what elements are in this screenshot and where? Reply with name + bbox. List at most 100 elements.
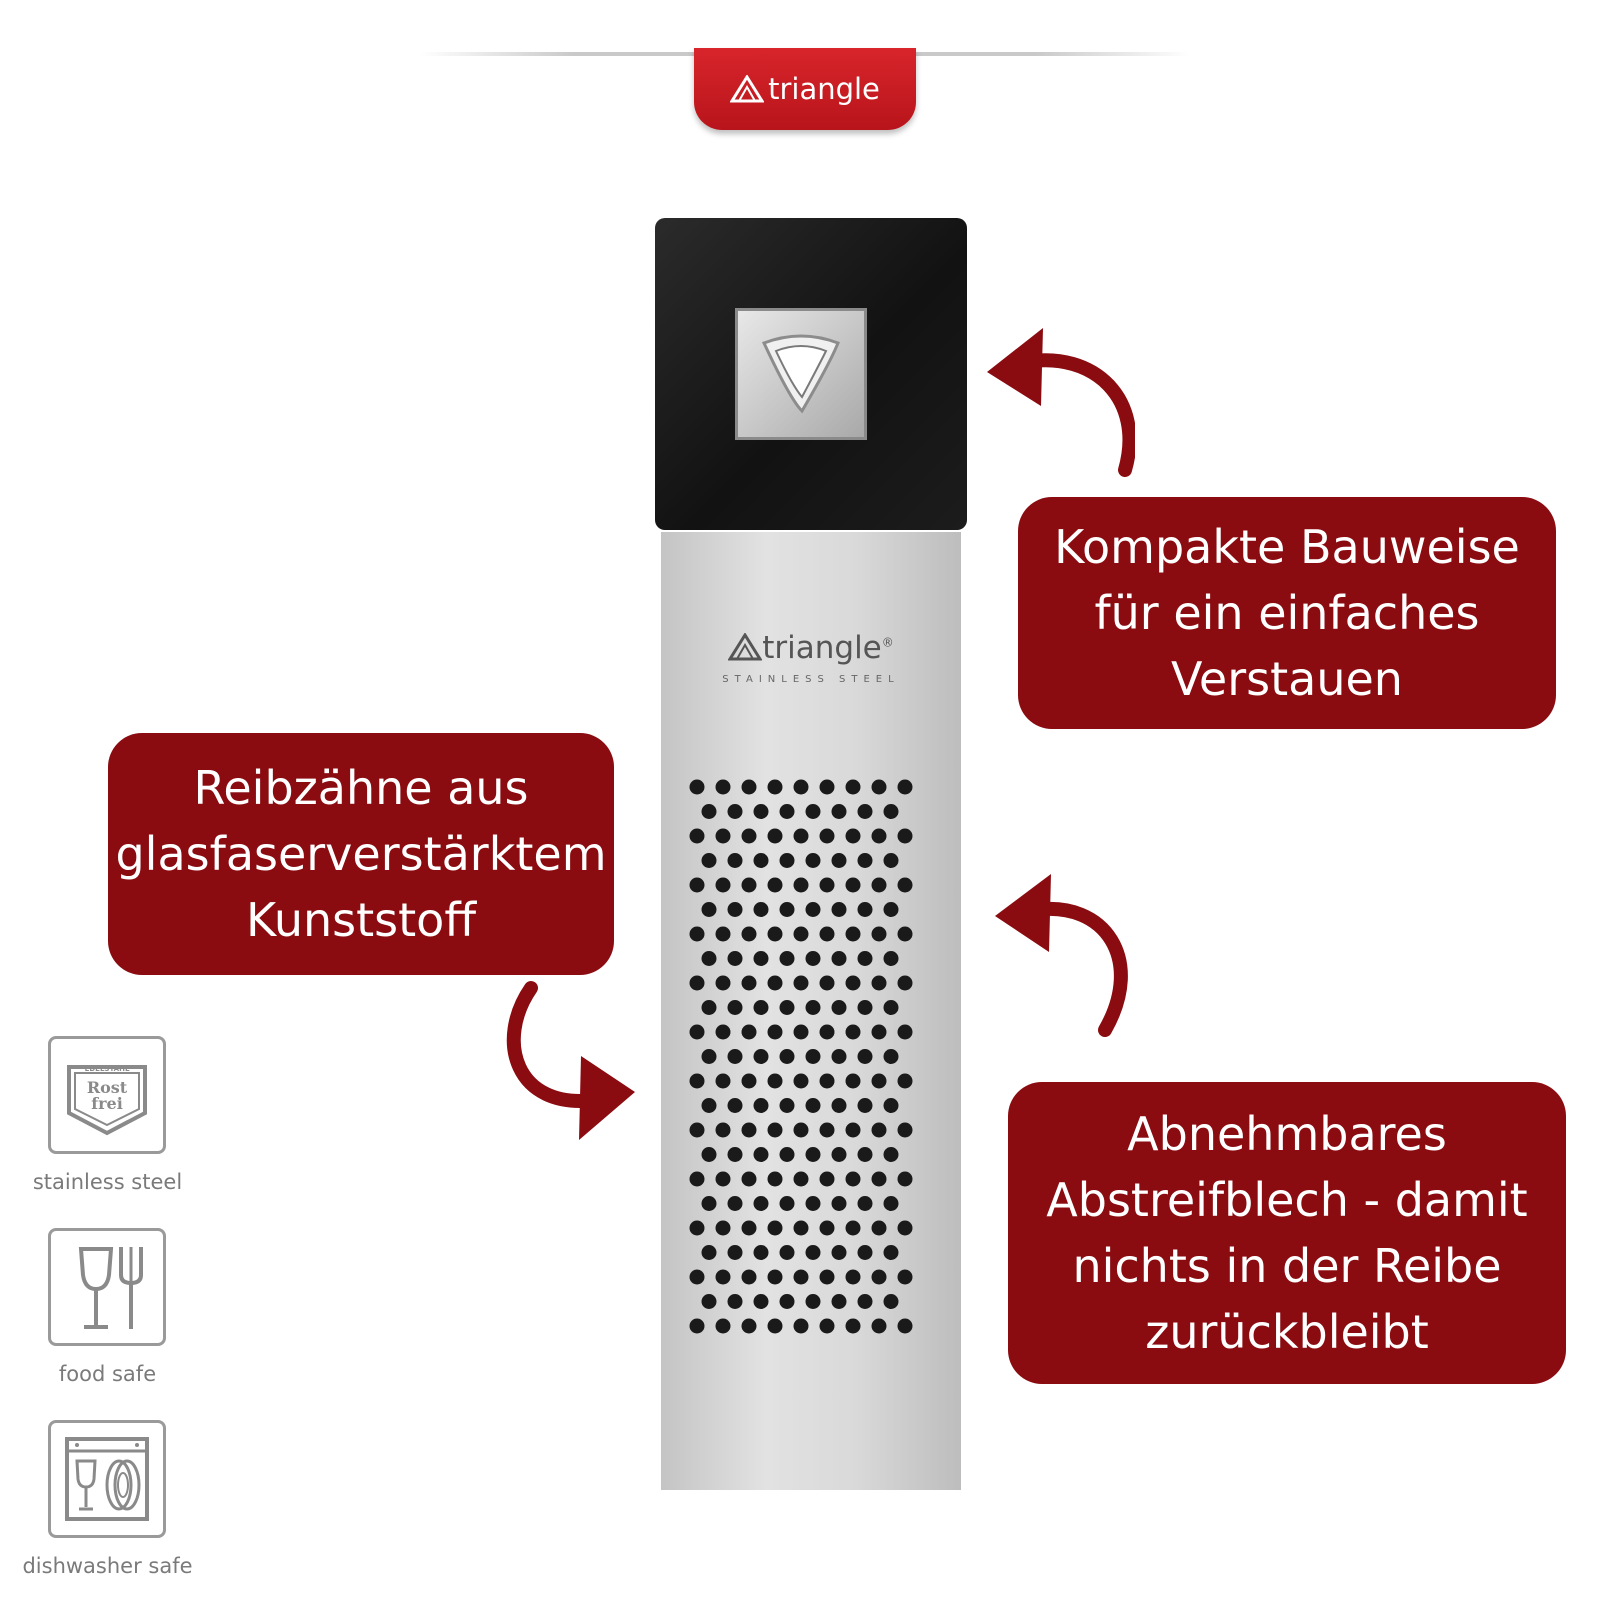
grating-hole — [753, 853, 769, 868]
feature-label-stainless-steel: stainless steel — [32, 1170, 183, 1194]
grating-hole — [753, 1098, 769, 1113]
grating-hole — [897, 877, 913, 893]
grating-hole — [701, 902, 717, 917]
grating-hole — [753, 1049, 769, 1064]
grating-hole — [897, 828, 913, 844]
grating-hole — [727, 902, 743, 917]
grating-hole — [883, 1000, 899, 1015]
grating-hole — [753, 1147, 769, 1162]
grating-hole — [883, 1049, 899, 1064]
grating-hole — [883, 1294, 899, 1309]
grating-hole — [845, 1220, 861, 1236]
grating-hole — [767, 1318, 783, 1334]
grating-hole — [819, 828, 835, 844]
grating-hole — [845, 1024, 861, 1040]
grating-hole — [701, 1000, 717, 1015]
grating-hole — [871, 1220, 887, 1236]
grating-hole — [883, 1147, 899, 1162]
grating-hole — [753, 951, 769, 966]
grating-hole — [831, 1245, 847, 1260]
grating-hole — [701, 1245, 717, 1260]
grating-hole — [871, 1073, 887, 1089]
grating-hole — [857, 1196, 873, 1211]
grating-hole — [819, 1122, 835, 1138]
grating-hole — [805, 1049, 821, 1064]
grating-hole — [805, 1196, 821, 1211]
grating-hole — [689, 1269, 705, 1285]
grating-hole — [727, 1000, 743, 1015]
grating-hole — [741, 779, 757, 795]
grating-hole — [857, 1294, 873, 1309]
grating-hole — [689, 1073, 705, 1089]
grating-hole — [779, 1098, 795, 1113]
grating-hole — [715, 1171, 731, 1187]
grating-hole — [689, 1122, 705, 1138]
grating-hole — [871, 1024, 887, 1040]
grating-hole — [753, 1294, 769, 1309]
grating-hole — [831, 1196, 847, 1211]
feature-label-food-safe: food safe — [58, 1362, 157, 1386]
grating-hole — [805, 951, 821, 966]
grating-hole — [897, 1024, 913, 1040]
callout-line: zurückbleibt — [1145, 1305, 1429, 1359]
grating-hole — [779, 1196, 795, 1211]
grating-hole — [857, 1245, 873, 1260]
grating-hole — [871, 926, 887, 942]
grating-hole — [701, 804, 717, 819]
grating-hole — [871, 779, 887, 795]
grating-hole — [845, 1073, 861, 1089]
grating-hole — [883, 902, 899, 917]
grating-hole — [715, 1122, 731, 1138]
grating-hole — [871, 1122, 887, 1138]
grating-hole — [871, 1318, 887, 1334]
stamp-top-text: EDELSTAHL — [85, 1065, 130, 1073]
grating-hole — [793, 828, 809, 844]
grating-hole — [701, 1049, 717, 1064]
grating-hole — [741, 1269, 757, 1285]
grating-hole — [871, 1171, 887, 1187]
grating-hole — [857, 951, 873, 966]
grating-hole — [883, 1245, 899, 1260]
food-safe-icon — [48, 1228, 166, 1346]
grating-hole — [715, 877, 731, 893]
callout-compact-storage: Kompakte Bauweise für ein einfaches Vers… — [1018, 497, 1556, 729]
triangle-logo-icon — [727, 632, 763, 661]
grating-hole — [741, 975, 757, 991]
grating-hole — [831, 902, 847, 917]
grating-hole — [819, 877, 835, 893]
registered-mark: ® — [881, 635, 894, 650]
grating-hole — [883, 853, 899, 868]
grating-hole — [819, 1318, 835, 1334]
grating-hole — [857, 1000, 873, 1015]
grating-hole — [845, 828, 861, 844]
grating-hole — [741, 1122, 757, 1138]
grating-hole — [857, 1049, 873, 1064]
grating-hole — [689, 1024, 705, 1040]
grating-hole — [793, 877, 809, 893]
grating-hole — [793, 1073, 809, 1089]
grating-hole — [779, 1294, 795, 1309]
grating-hole — [741, 1171, 757, 1187]
grating-hole — [805, 1098, 821, 1113]
grating-hole — [767, 1220, 783, 1236]
grating-hole — [727, 1098, 743, 1113]
grating-hole — [767, 1024, 783, 1040]
grating-hole — [779, 1245, 795, 1260]
callout-grater-teeth: Reibzähne aus glasfaserverstärktem Kunst… — [108, 733, 614, 975]
callout-line: Reibzähne aus — [193, 761, 529, 815]
grating-hole — [715, 828, 731, 844]
feature-label-dishwasher-safe: dishwasher safe — [22, 1554, 193, 1578]
grating-hole — [819, 975, 835, 991]
grating-hole — [741, 1073, 757, 1089]
grating-hole — [741, 1318, 757, 1334]
stainless-steel-icon: EDELSTAHL Rost frei — [48, 1036, 166, 1154]
grating-hole — [793, 975, 809, 991]
grating-hole — [689, 1318, 705, 1334]
grating-hole — [715, 975, 731, 991]
grating-hole — [767, 1073, 783, 1089]
grating-hole — [741, 877, 757, 893]
grating-hole — [753, 1000, 769, 1015]
grating-hole — [793, 1269, 809, 1285]
grating-hole — [701, 853, 717, 868]
grating-hole — [831, 1294, 847, 1309]
